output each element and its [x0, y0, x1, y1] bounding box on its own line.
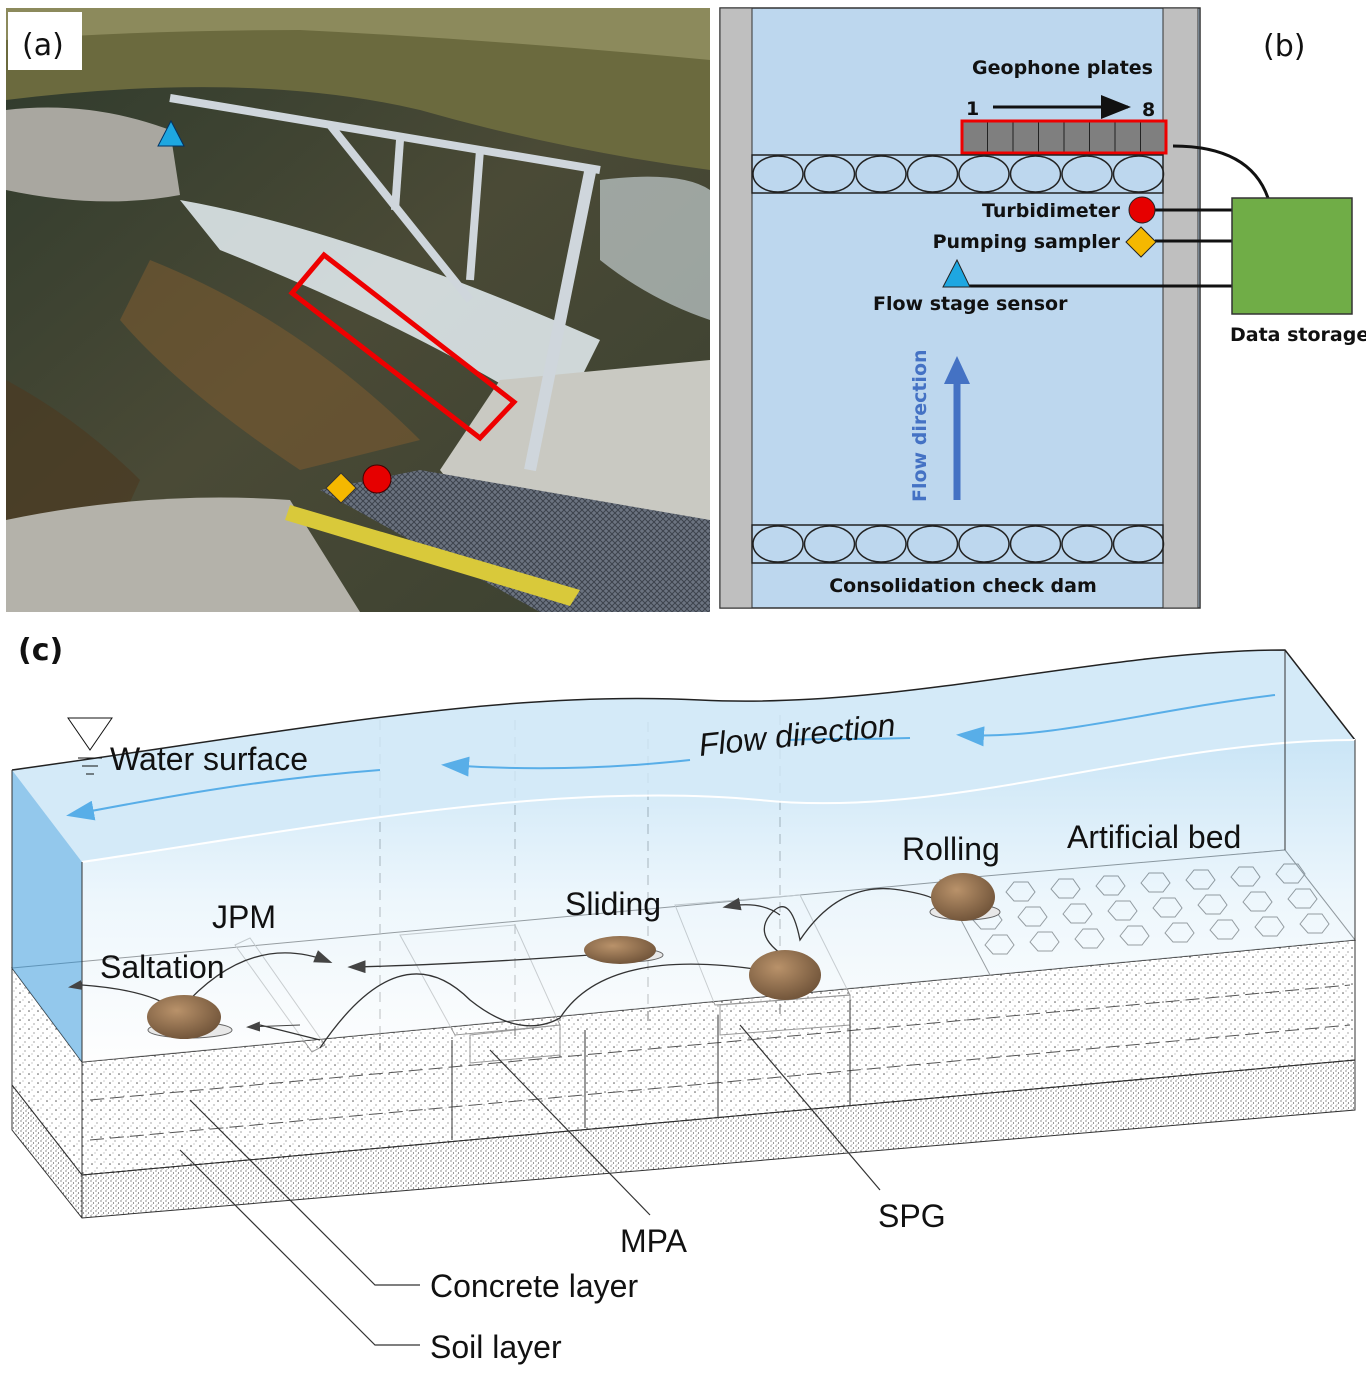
concrete-layer-label: Concrete layer [430, 1268, 638, 1304]
dam-block [803, 525, 856, 563]
geophone-plates-outline [960, 119, 1168, 155]
rock [6, 107, 180, 202]
check-dam-upper [751, 154, 1165, 194]
geophone-plate [1012, 120, 1039, 154]
dam-block [1061, 525, 1113, 563]
check-dam-label: Consolidation check dam [829, 575, 1097, 597]
riverbank-vegetation [6, 8, 710, 170]
left-wall [719, 7, 753, 609]
riverbed [120, 260, 420, 470]
gantry-frame [169, 94, 601, 472]
waterfall-foam [180, 200, 600, 420]
flow-direction-label: Flow direction [909, 349, 931, 502]
data-storage-label: Data storage [1230, 324, 1366, 346]
artificial-bed-label: Artificial bed [1067, 819, 1241, 855]
turbidimeter-marker [362, 464, 392, 494]
rolling-stone-spg [749, 950, 821, 1000]
dam-block [1112, 525, 1165, 563]
sliding-label: Sliding [565, 886, 661, 922]
panel-c-diagram: (c) [11, 633, 1356, 1365]
panel-a-tag: (a) [22, 28, 64, 63]
particle-trajectories [81, 887, 936, 1049]
dam-block [752, 525, 804, 563]
panel-c-tag: (c) [18, 633, 63, 668]
spg-label: SPG [878, 1198, 946, 1234]
flow-direction-arrowhead [944, 356, 970, 384]
pumping-sampler-icon [1125, 226, 1157, 258]
mpa-label: MPA [620, 1223, 688, 1259]
check-dam-lower [751, 524, 1165, 564]
soil-layer-label: Soil layer [430, 1329, 562, 1365]
rolling-label: Rolling [902, 831, 1000, 867]
water-top-surface [12, 650, 1355, 862]
rocks-foreground [6, 497, 360, 612]
dam-block [1061, 155, 1113, 193]
dam-block [1112, 155, 1165, 193]
rolling-stone [931, 873, 995, 921]
turbidimeter-icon [1128, 196, 1156, 224]
geophone-plate [961, 120, 988, 154]
flow-arrow-middle [441, 756, 691, 777]
dam-block [855, 525, 907, 563]
geophone-plate [987, 120, 1014, 154]
right-wall [1162, 7, 1199, 609]
dam-block [958, 525, 1010, 563]
geophone-plate [1063, 120, 1090, 154]
geophone-plate [1140, 120, 1167, 154]
dam-block [1009, 155, 1062, 193]
saltation-label: Saltation [100, 949, 225, 985]
grate-walkway [320, 470, 710, 612]
measuring-tape [285, 505, 580, 606]
dam-block [906, 155, 959, 193]
leader-lines [179, 1024, 881, 1346]
geophone-plate [1114, 120, 1141, 154]
plate-start-number: 1 [966, 98, 979, 120]
geophone-cable [1172, 144, 1270, 199]
dam-block [958, 155, 1010, 193]
water-front-face [82, 740, 1355, 1062]
flow-stage-sensor-label: Flow stage sensor [873, 293, 1068, 315]
panel-b-schematic: (b) Geophone plates 1 8 Turbidimeter Pum… [719, 7, 1366, 609]
dam-block [855, 155, 907, 193]
geophone-plates [961, 120, 1167, 154]
dam-block [1009, 525, 1062, 563]
water-side-face [12, 770, 82, 1062]
dam-block [752, 155, 804, 193]
panel-a-photo: (a) [6, 8, 710, 612]
dam-block [803, 155, 856, 193]
geophone-plate [1089, 120, 1116, 154]
turbidimeter-label: Turbidimeter [982, 200, 1121, 222]
flow-arrow-right [956, 694, 1276, 747]
water-surface-symbol [67, 717, 113, 751]
panel-b-tag: (b) [1263, 29, 1305, 64]
flow-stage-sensor-icon [942, 258, 971, 288]
pumping-sampler-marker [325, 472, 357, 504]
flow-stage-sensor-marker [157, 119, 185, 147]
dam-block [906, 525, 959, 563]
data-storage-box [1231, 197, 1353, 315]
plate-end-number: 8 [1142, 99, 1155, 121]
geophone-plates-outline [288, 251, 518, 442]
geophone-plate [1038, 120, 1065, 154]
pumping-sampler-label: Pumping sampler [933, 231, 1121, 253]
saltation-stone [147, 995, 221, 1039]
water-surface-label: Water surface [110, 741, 308, 777]
jpm-label: JPM [212, 899, 276, 935]
flow-arrow-left [66, 769, 381, 821]
geophone-plates-label: Geophone plates [972, 57, 1153, 79]
sliding-stone [584, 936, 656, 964]
